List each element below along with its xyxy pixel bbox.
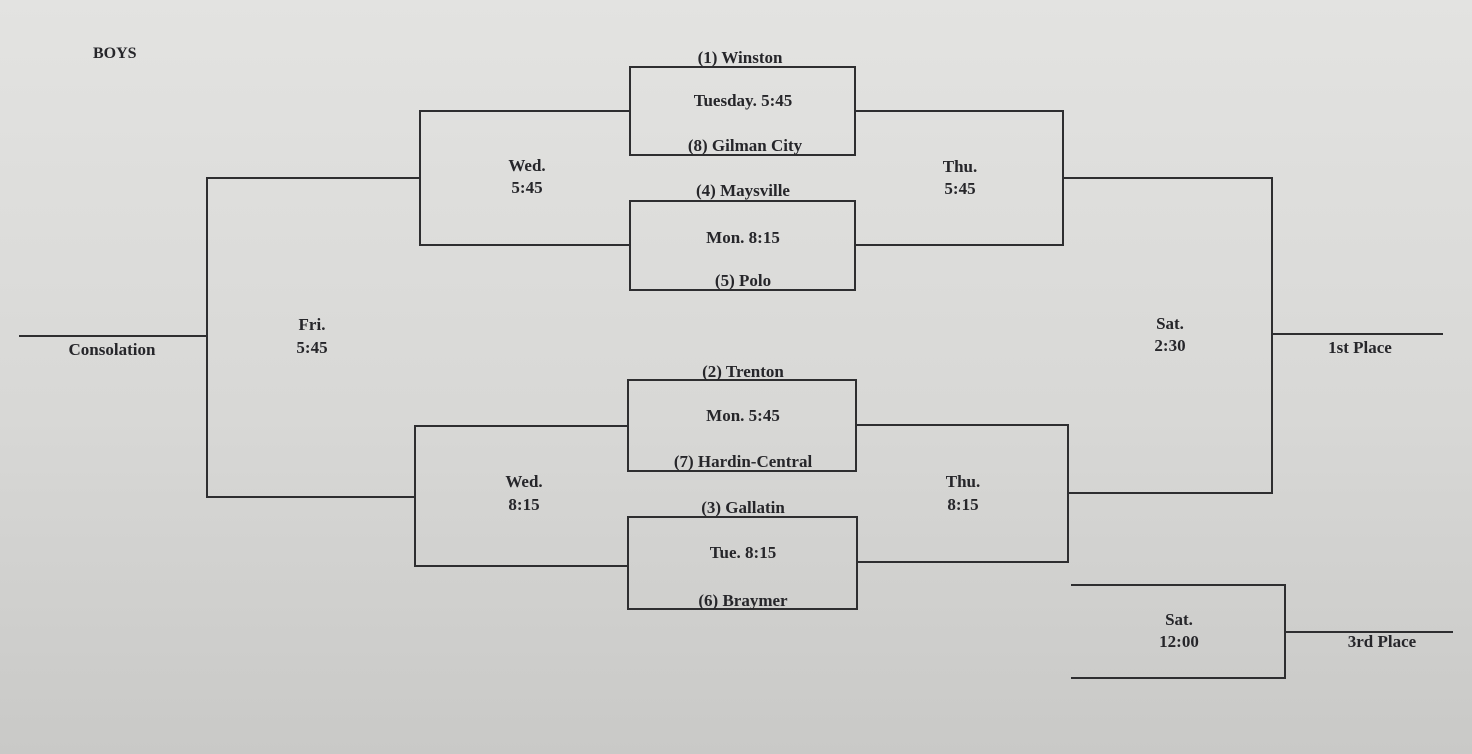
game-day: Sat.: [1156, 314, 1184, 333]
team-seed-7: (7) Hardin-Central: [674, 452, 813, 471]
consolation-fri: Fri. 5:45: [206, 177, 421, 498]
bracket-title: BOYS: [93, 45, 137, 62]
consolation-wed-bottom: Wed. 8:15: [414, 425, 629, 567]
game-time: 5:45: [511, 178, 542, 197]
game-day: Thu.: [946, 472, 981, 491]
team-seed-5: (5) Polo: [715, 271, 771, 290]
consolation-wed-top: Wed. 5:45: [419, 110, 631, 246]
team-seed-3: (3) Gallatin: [701, 498, 785, 517]
third-place-line: 3rd Place: [1284, 631, 1453, 651]
winners-thu-bottom: Thu. 8:15: [855, 424, 1069, 563]
game-day: Wed.: [508, 156, 545, 175]
team-seed-8: (8) Gilman City: [688, 136, 803, 155]
consolation-winner-line: Consolation: [19, 335, 208, 359]
game-box-3: (2) Trenton Mon. 5:45 (7) Hardin-Central: [627, 362, 857, 472]
third-place-game: Sat. 12:00: [1071, 584, 1286, 679]
first-place-line: 1st Place: [1271, 333, 1443, 357]
game-time: Tue. 8:15: [710, 543, 776, 562]
team-seed-2: (2) Trenton: [702, 362, 784, 381]
third-place-label: 3rd Place: [1348, 632, 1417, 651]
game-box-2: (4) Maysville Mon. 8:15 (5) Polo: [629, 181, 856, 291]
game-day: Thu.: [943, 157, 978, 176]
championship-game: Sat. 2:30: [1062, 177, 1273, 494]
team-seed-6: (6) Braymer: [698, 591, 788, 610]
game-time: 5:45: [944, 179, 975, 198]
game-time: Mon. 8:15: [706, 228, 780, 247]
team-seed-1: (1) Winston: [698, 48, 783, 67]
game-time: 8:15: [947, 495, 978, 514]
game-time: 12:00: [1159, 632, 1199, 651]
team-seed-4: (4) Maysville: [696, 181, 790, 200]
first-place-label: 1st Place: [1328, 338, 1392, 357]
game-day: Fri.: [299, 315, 326, 334]
winners-thu-top: Thu. 5:45: [854, 110, 1064, 246]
game-time: 2:30: [1154, 336, 1185, 355]
game-time: Mon. 5:45: [706, 406, 780, 425]
game-box-4: (3) Gallatin Tue. 8:15 (6) Braymer: [627, 498, 858, 610]
game-box-1: (1) Winston Tuesday. 5:45 (8) Gilman Cit…: [629, 48, 856, 156]
game-time: Tuesday. 5:45: [694, 91, 793, 110]
game-day: Wed.: [505, 472, 542, 491]
game-time: 5:45: [296, 338, 327, 357]
game-time: 8:15: [508, 495, 539, 514]
game-day: Sat.: [1165, 610, 1193, 629]
consolation-label: Consolation: [69, 340, 156, 359]
